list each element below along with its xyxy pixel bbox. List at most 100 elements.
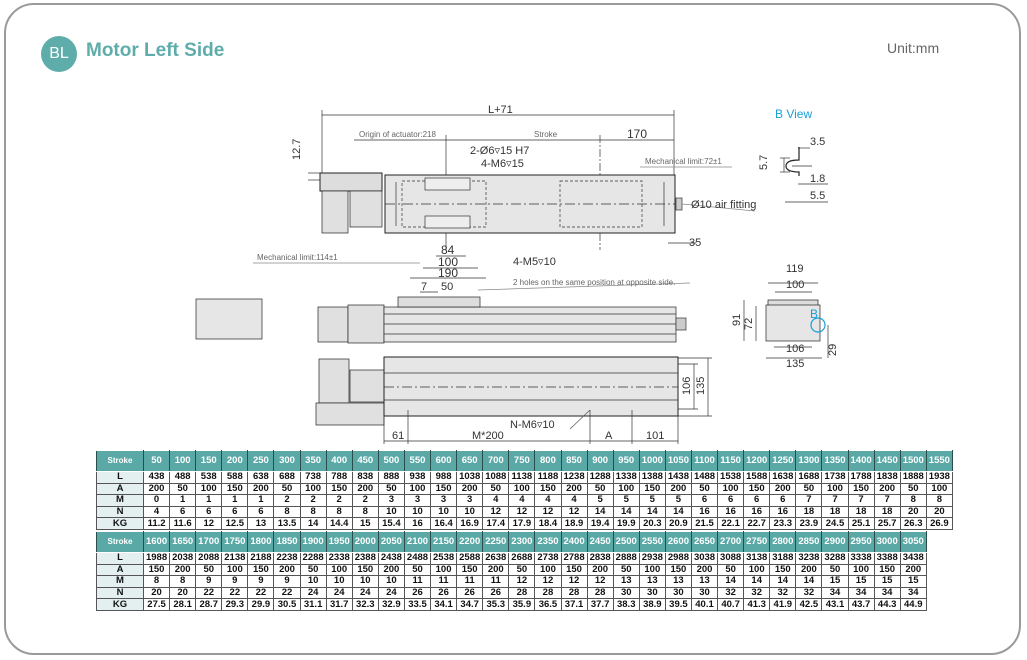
table-cell: 2350 [534, 531, 562, 553]
table-cell: 2138 [221, 552, 249, 565]
table-cell: 2700 [717, 531, 745, 553]
table-cell: 8 [299, 505, 327, 519]
dim-1-8: 1.8 [810, 173, 825, 185]
table-cell: 100 [638, 563, 666, 577]
table-cell: 16 [743, 505, 771, 519]
table-cell: 50 [403, 563, 432, 577]
table-cell: 1150 [717, 450, 745, 472]
table-cell: 5 [612, 494, 640, 507]
table-cell: 2488 [403, 552, 432, 565]
table-cell: 15 [351, 517, 379, 530]
table-cell: 7 [847, 494, 875, 507]
table-cell: 3388 [873, 552, 901, 565]
table-cell: 2900 [821, 531, 849, 553]
table-cell: 32.3 [351, 598, 379, 611]
table-cell: 34.7 [456, 598, 484, 611]
table-cell: 30 [612, 586, 640, 600]
table-cell: 1450 [873, 450, 901, 472]
row-label: A [96, 563, 144, 577]
table-cell: 6 [743, 494, 771, 507]
table-cell: 13 [664, 575, 692, 588]
opposite-side-note: 2 holes on the same position at opposite… [513, 278, 675, 287]
row-label: A [96, 482, 144, 496]
table-cell: 20 [899, 505, 927, 519]
table-cell: 34 [873, 586, 901, 600]
table-cell: 1350 [821, 450, 849, 472]
table-cell: 28 [508, 586, 536, 600]
table-cell: 100 [430, 563, 458, 577]
table-cell: 1238 [560, 471, 588, 484]
table-cell: 150 [430, 482, 458, 496]
table-cell: 900 [586, 450, 614, 472]
table-cell: 2438 [377, 552, 405, 565]
table-cell: 200 [690, 563, 719, 577]
section-badge: BL [41, 36, 77, 72]
table-cell: 18.9 [560, 517, 588, 530]
table-cell: 12 [534, 575, 562, 588]
table-cell: 2938 [638, 552, 666, 565]
dim-119: 119 [786, 263, 804, 275]
table-cell: 10 [325, 575, 353, 588]
table-cell: 39.5 [664, 598, 692, 611]
unit-label: Unit:mm [887, 40, 940, 56]
table-cell: 200 [769, 482, 797, 496]
table-cell: 1 [169, 494, 197, 507]
table-cell: 1288 [586, 471, 614, 484]
table-cell: 738 [299, 471, 327, 484]
table-cell: 22 [221, 586, 249, 600]
table-cell: 12.5 [221, 517, 249, 530]
table-cell: 2650 [690, 531, 719, 553]
table-cell: 1 [247, 494, 275, 507]
table-cell: 1850 [273, 531, 301, 553]
table-cell: 38.3 [612, 598, 640, 611]
table-cell: 1100 [690, 450, 719, 472]
dim-100-end: 100 [786, 279, 804, 291]
table-cell: 16 [769, 505, 797, 519]
table-cell: 28.1 [169, 598, 197, 611]
table-cell: 14 [717, 575, 745, 588]
table-cell: 25.7 [873, 517, 901, 530]
table-cell: 9 [273, 575, 301, 588]
row-label: N [96, 586, 144, 600]
table-cell: 2188 [247, 552, 275, 565]
table-cell: 1800 [247, 531, 275, 553]
table-cell: 12 [482, 505, 510, 519]
table-cell: 12 [586, 575, 614, 588]
table-cell: 50 [169, 482, 197, 496]
table-cell: 200 [664, 482, 692, 496]
table-cell: 28.7 [195, 598, 223, 611]
table-cell: 200 [560, 482, 588, 496]
table-cell: 12 [560, 505, 588, 519]
dim-190: 190 [438, 266, 458, 280]
table-cell: 14 [664, 505, 692, 519]
table-cell: 34 [899, 586, 927, 600]
table-cell: 3 [377, 494, 405, 507]
table-cell: 23.3 [769, 517, 797, 530]
table-cell: 1000 [638, 450, 666, 472]
table-cell: 8 [273, 505, 301, 519]
table-cell: 50 [273, 482, 301, 496]
table-cell: 34 [847, 586, 875, 600]
b-marker: B [810, 307, 818, 321]
table-cell: 4 [482, 494, 510, 507]
table-cell: 2838 [586, 552, 614, 565]
table-cell: 3188 [769, 552, 797, 565]
table-cell: 100 [221, 563, 249, 577]
table-cell: 12 [534, 505, 562, 519]
table-cell: 2550 [638, 531, 666, 553]
table-cell: 17.9 [508, 517, 536, 530]
table-cell: 50 [482, 482, 510, 496]
table-cell: 300 [273, 450, 301, 472]
table-cell: 9 [195, 575, 223, 588]
table-cell: 1788 [847, 471, 875, 484]
page-frame [4, 3, 1021, 655]
table-cell: 150 [664, 563, 692, 577]
table-cell: 37.1 [560, 598, 588, 611]
table-cell: 200 [351, 482, 379, 496]
table-cell: 2388 [351, 552, 379, 565]
table-cell: 15 [873, 575, 901, 588]
table-cell: 2888 [612, 552, 640, 565]
table-cell: 3050 [899, 531, 927, 553]
table-cell: 100 [325, 563, 353, 577]
dim-72: 72 [743, 318, 755, 330]
